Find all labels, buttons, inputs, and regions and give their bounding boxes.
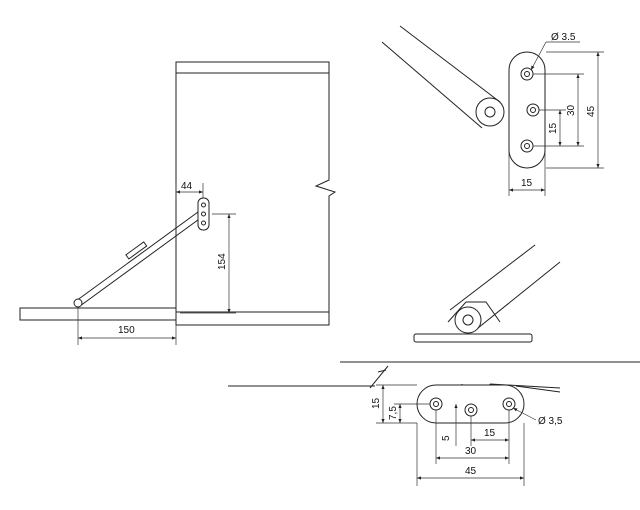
hole-diameter-bottom: Ø 3,5	[538, 416, 563, 427]
wall-bracket	[197, 197, 210, 231]
bottom-bracket-detail: Ø 3,5 15 7,5 5 15 30 45	[228, 361, 640, 486]
dim-7-5: 7,5	[388, 406, 399, 420]
main-view: 44 154 150	[19, 61, 337, 345]
dim-154: 154	[217, 253, 228, 270]
dim-5: 5	[441, 435, 452, 441]
dim-30-top: 30	[566, 104, 577, 116]
pivot-detail	[413, 244, 561, 343]
top-bracket-detail: Ø 3.5 45 30 15 15	[381, 25, 604, 196]
hole-diameter-top: Ø 3.5	[551, 32, 576, 43]
pivot-base-plate	[413, 333, 533, 343]
dim-15-top-vertical: 15	[548, 122, 559, 134]
cabinet-panel	[175, 61, 337, 326]
stay-arm	[73, 211, 203, 308]
dim-45-bottom: 45	[465, 466, 477, 477]
dim-15-top-horizontal: 15	[521, 178, 533, 189]
dim-45-top: 45	[586, 105, 597, 117]
dim-30-bottom: 30	[465, 446, 477, 457]
flap-board	[19, 307, 177, 321]
dim-15-bottom-horizontal: 15	[484, 428, 496, 439]
dim-15-bottom-vertical: 15	[371, 397, 382, 409]
dim-44: 44	[181, 181, 193, 192]
dim-150: 150	[118, 325, 135, 336]
